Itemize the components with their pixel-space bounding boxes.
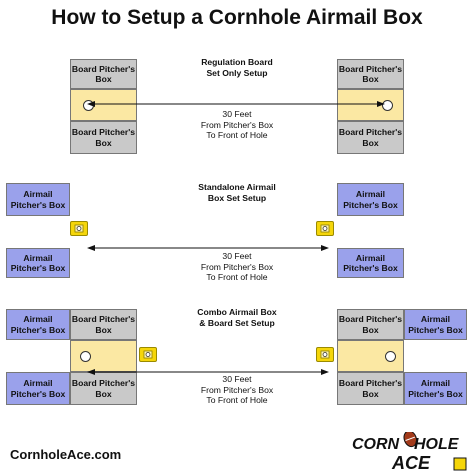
board-hole-icon xyxy=(385,351,396,362)
board-pitchers-box: Board Pitcher's Box xyxy=(337,309,404,340)
section-title-regulation: Regulation Board Set Only Setup xyxy=(201,57,273,78)
board-pitchers-box: Board Pitcher's Box xyxy=(337,59,404,89)
airmail-pitchers-box: Airmail Pitcher's Box xyxy=(6,183,70,216)
airmail-pitchers-box: Airmail Pitcher's Box xyxy=(404,372,467,405)
board-pitchers-box: Board Pitcher's Box xyxy=(70,121,137,154)
section-title-combo: Combo Airmail Box & Board Set Setup xyxy=(197,307,277,328)
board-pitchers-box: Board Pitcher's Box xyxy=(337,121,404,154)
cornhole-ace-logo: CORN HOLE ACE xyxy=(352,432,467,472)
airmail-pitchers-box: Airmail Pitcher's Box xyxy=(337,248,404,278)
airmail-pitchers-box: Airmail Pitcher's Box xyxy=(337,183,404,216)
board-pitchers-box: Board Pitcher's Box xyxy=(70,59,137,89)
distance-label: 30 Feet From Pitcher's Box To Front of H… xyxy=(157,109,317,141)
board-pitchers-box: Board Pitcher's Box xyxy=(337,372,404,405)
board-pitchers-box: Board Pitcher's Box xyxy=(70,309,137,340)
cornhole-board xyxy=(337,340,404,372)
svg-text:ACE: ACE xyxy=(391,453,431,472)
section-title-standalone: Standalone Airmail Box Set Setup xyxy=(198,182,276,203)
airmail-box-icon xyxy=(70,221,88,236)
board-pitchers-box: Board Pitcher's Box xyxy=(70,372,137,405)
page-title: How to Setup a Cornhole Airmail Box xyxy=(51,6,423,29)
airmail-box-icon xyxy=(316,347,334,362)
airmail-pitchers-box: Airmail Pitcher's Box xyxy=(6,248,70,278)
airmail-pitchers-box: Airmail Pitcher's Box xyxy=(6,309,70,340)
distance-label: 30 Feet From Pitcher's Box To Front of H… xyxy=(157,374,317,406)
board-hole-icon xyxy=(80,351,91,362)
airmail-pitchers-box: Airmail Pitcher's Box xyxy=(404,309,467,340)
airmail-box-icon xyxy=(139,347,157,362)
distance-label: 30 Feet From Pitcher's Box To Front of H… xyxy=(157,251,317,283)
cornhole-board xyxy=(337,89,404,121)
cornhole-board xyxy=(70,340,137,372)
footer-url[interactable]: CornholeAce.com xyxy=(10,447,122,462)
svg-text:CORN: CORN xyxy=(352,436,400,453)
airmail-box-icon xyxy=(316,221,334,236)
airmail-pitchers-box: Airmail Pitcher's Box xyxy=(6,372,70,405)
svg-text:HOLE: HOLE xyxy=(414,436,460,453)
board-hole-icon xyxy=(382,100,393,111)
